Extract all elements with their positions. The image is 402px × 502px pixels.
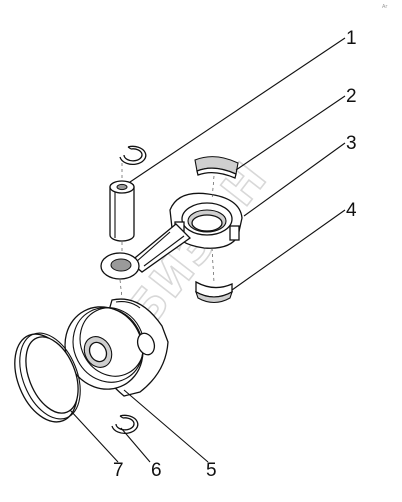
- leader-lines: [69, 37, 346, 463]
- callout-6: 6: [151, 460, 162, 481]
- callout-7: 7: [113, 460, 124, 481]
- lower-bearing-shell: [195, 280, 233, 304]
- connecting-rod: [100, 192, 243, 280]
- callout-3: 3: [346, 133, 357, 154]
- assembly-axes: [119, 163, 215, 299]
- piston: [64, 298, 169, 397]
- callout-2: 2: [346, 86, 357, 107]
- upper-circlip: [119, 145, 147, 166]
- piston-pin: [109, 180, 135, 242]
- callout-1: 1: [346, 28, 357, 49]
- corner-note: Ar: [382, 4, 388, 10]
- callout-5: 5: [206, 460, 217, 481]
- piston-ring: [14, 332, 81, 423]
- callout-4: 4: [346, 200, 357, 221]
- upper-bearing-shell: [194, 156, 239, 179]
- lower-circlip: [111, 414, 139, 435]
